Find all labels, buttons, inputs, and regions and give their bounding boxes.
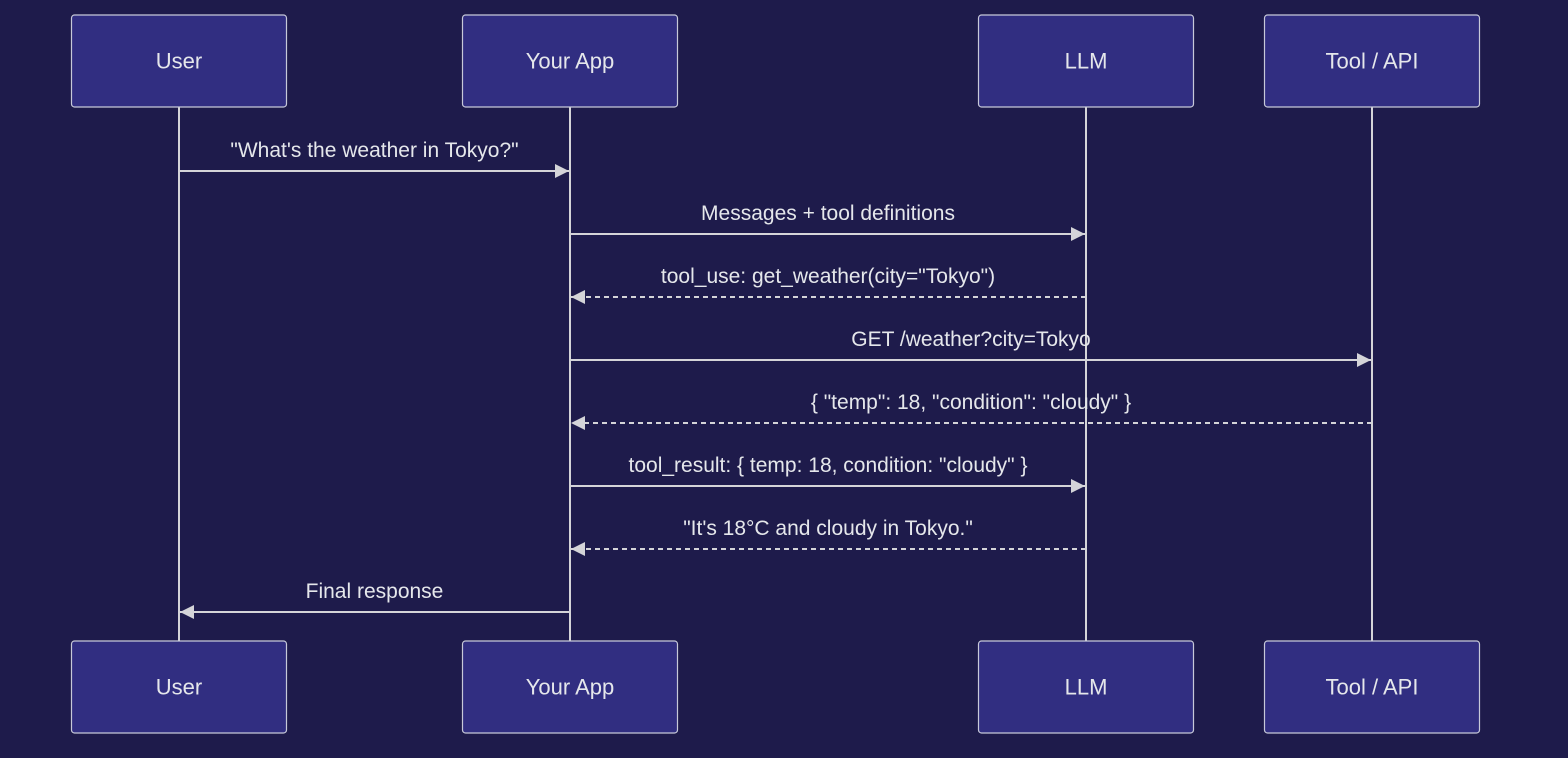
message-3: tool_use: get_weather(city="Tokyo") — [571, 265, 1086, 304]
message-8: Final response — [180, 580, 570, 619]
message-label: Final response — [306, 580, 444, 603]
message-1: "What's the weather in Tokyo?" — [179, 139, 569, 178]
actor-box — [461, 640, 679, 734]
actor-label: Your App — [526, 49, 615, 74]
message-label: tool_result: { temp: 18, condition: "clo… — [629, 454, 1028, 477]
actor-label: Tool / API — [1326, 49, 1419, 74]
actor-label: Your App — [526, 675, 615, 700]
message-label: "It's 18°C and cloudy in Tokyo." — [683, 517, 973, 540]
actor-llm-top: LLM — [977, 14, 1195, 108]
actor-tool-bottom: Tool / API — [1263, 640, 1481, 734]
actor-box — [70, 14, 288, 108]
message-label: tool_use: get_weather(city="Tokyo") — [661, 265, 995, 288]
actor-label: User — [156, 675, 202, 700]
actor-label: LLM — [1065, 49, 1108, 74]
actor-label: Tool / API — [1326, 675, 1419, 700]
actor-box — [1263, 640, 1481, 734]
message-label: Messages + tool definitions — [701, 202, 955, 225]
actor-app-top: Your App — [461, 14, 679, 108]
actor-box — [1263, 14, 1481, 108]
message-7: "It's 18°C and cloudy in Tokyo." — [571, 517, 1086, 556]
actor-user-top: User — [70, 14, 288, 108]
actor-box — [977, 640, 1195, 734]
actor-box — [977, 14, 1195, 108]
message-label: { "temp": 18, "condition": "cloudy" } — [811, 391, 1131, 414]
message-4: GET /weather?city=Tokyo — [570, 328, 1371, 367]
actor-box — [70, 640, 288, 734]
actor-llm-bottom: LLM — [977, 640, 1195, 734]
actor-label: User — [156, 49, 202, 74]
message-label: "What's the weather in Tokyo?" — [230, 139, 518, 162]
message-6: tool_result: { temp: 18, condition: "clo… — [570, 454, 1085, 493]
actor-tool-top: Tool / API — [1263, 14, 1481, 108]
actor-label: LLM — [1065, 675, 1108, 700]
actor-app-bottom: Your App — [461, 640, 679, 734]
message-label: GET /weather?city=Tokyo — [851, 328, 1090, 351]
actor-user-bottom: User — [70, 640, 288, 734]
message-5: { "temp": 18, "condition": "cloudy" } — [571, 391, 1372, 430]
actor-box — [461, 14, 679, 108]
message-2: Messages + tool definitions — [570, 202, 1085, 241]
